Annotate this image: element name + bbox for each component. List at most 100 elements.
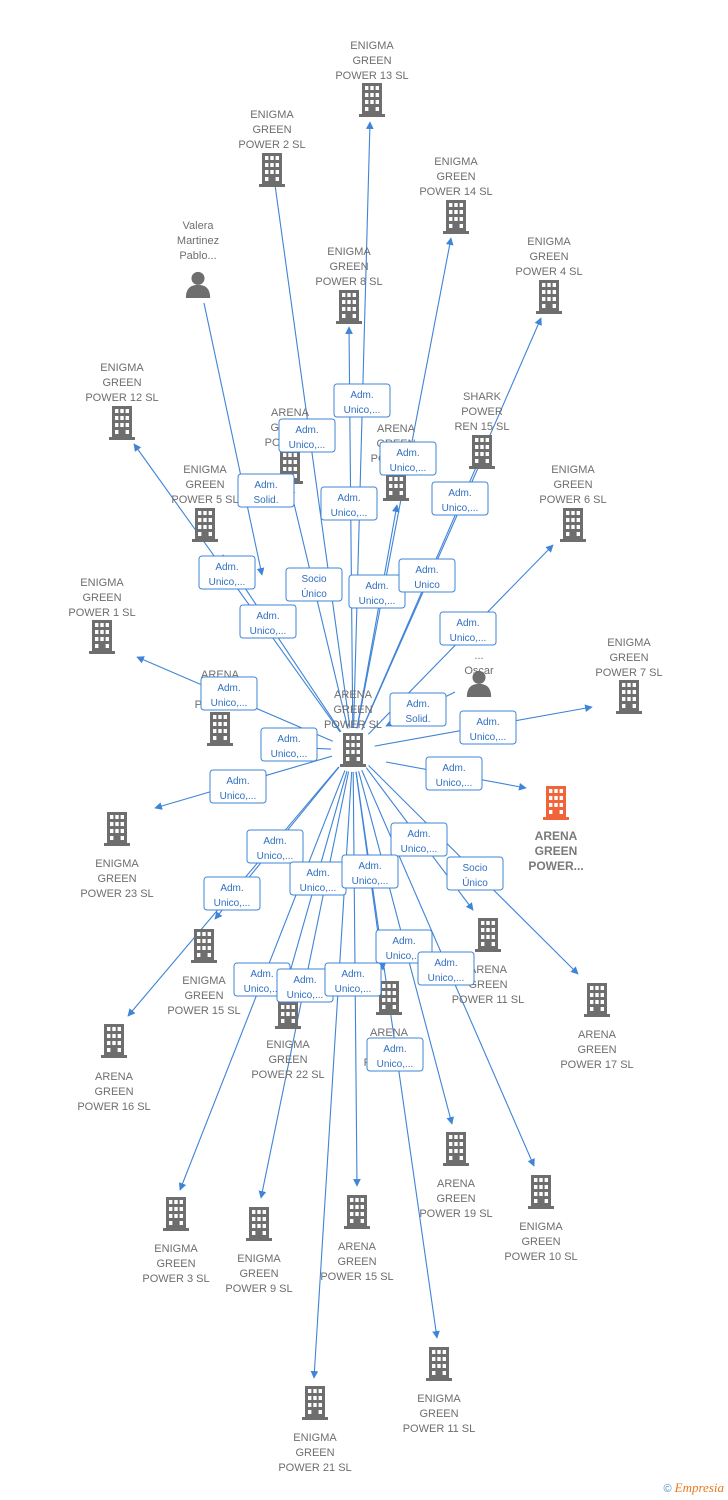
relation-badge[interactable]: Adm.Unico,...: [333, 383, 391, 418]
relation-badge[interactable]: Adm.Unico,...: [348, 574, 406, 609]
relation-badge[interactable]: Adm.Unico,...: [341, 854, 399, 889]
person-icon[interactable]: [185, 271, 211, 298]
label-line: GREEN: [295, 1447, 334, 1459]
building-icon[interactable]: [344, 1195, 370, 1229]
building-icon[interactable]: [101, 1024, 127, 1058]
label-line: GREEN: [252, 124, 291, 136]
building-icon[interactable]: [560, 508, 586, 542]
label-line: ARENA: [338, 1241, 377, 1253]
building-icon[interactable]: [475, 918, 501, 952]
building-icon[interactable]: [207, 712, 233, 746]
relation-badge[interactable]: Adm.Unico,...: [390, 822, 448, 857]
relation-badge[interactable]: Adm.Unico,...: [366, 1037, 424, 1072]
building-icon[interactable]: [469, 435, 495, 469]
building-icon[interactable]: [359, 83, 385, 117]
building-icon[interactable]: [109, 406, 135, 440]
label-line: ENIGMA: [250, 109, 294, 121]
center-building-icon[interactable]: [340, 733, 366, 767]
relation-text: Adm.: [254, 480, 277, 491]
building-icon[interactable]: [336, 290, 362, 324]
relation-badge[interactable]: Adm.Unico,...: [425, 756, 483, 791]
relation-badge[interactable]: Adm.Unico,...: [239, 604, 297, 639]
relation-badge[interactable]: Adm.Unico,...: [320, 486, 378, 521]
relation-text: Adm.: [406, 699, 429, 710]
building-icon[interactable]: [163, 1197, 189, 1231]
relation-badge[interactable]: Adm.Unico,...: [200, 676, 258, 711]
relation-text: Unico,...: [436, 778, 473, 789]
label-line: GREEN: [184, 990, 223, 1002]
footer-brand[interactable]: © Empresia: [663, 1480, 724, 1496]
building-icon[interactable]: [246, 1207, 272, 1241]
relation-badge[interactable]: Adm.Unico,...: [379, 441, 437, 476]
relation-badge[interactable]: Adm.Unico,...: [198, 555, 256, 590]
building-icon[interactable]: [443, 200, 469, 234]
relation-badge[interactable]: Adm.Unico: [398, 558, 456, 593]
building-icon[interactable]: [191, 929, 217, 963]
node-label[interactable]: ...Oscar: [464, 650, 494, 677]
label-line: REN 15 SL: [454, 421, 509, 433]
relation-badge[interactable]: Adm.Unico,...: [324, 962, 382, 997]
building-icon[interactable]: [528, 1175, 554, 1209]
building-icon[interactable]: [536, 280, 562, 314]
relation-badge[interactable]: Adm.Unico,...: [276, 968, 334, 1003]
focus-building-icon[interactable]: [543, 786, 569, 820]
relation-badge[interactable]: Adm.Solid.: [389, 692, 447, 727]
label-line: POWER 9 SL: [225, 1283, 292, 1295]
relationship-labels: Adm.Unico,...Adm.Unico,...Adm.Unico,...A…: [198, 383, 517, 1072]
relation-badge[interactable]: Adm.Unico,...: [289, 861, 347, 896]
building-icon[interactable]: [104, 812, 130, 846]
relation-text: Adm.: [306, 868, 329, 879]
relation-badge[interactable]: Adm.Unico,...: [417, 951, 475, 986]
building-icon[interactable]: [259, 153, 285, 187]
label-line: POWER 15 SL: [320, 1271, 393, 1283]
building-icon[interactable]: [302, 1386, 328, 1420]
building-icon[interactable]: [426, 1347, 452, 1381]
relation-badge[interactable]: Adm.Solid.: [237, 473, 295, 508]
relation-text: Adm.: [215, 562, 238, 573]
building-icon[interactable]: [192, 508, 218, 542]
relation-badge[interactable]: Adm.Unico,...: [260, 727, 318, 762]
building-icon[interactable]: [616, 680, 642, 714]
building-icon[interactable]: [584, 983, 610, 1017]
label-line: ENIGMA: [80, 577, 124, 589]
relation-badge[interactable]: Adm.Unico,...: [278, 418, 336, 453]
relation-badge[interactable]: Adm.Unico,...: [203, 876, 261, 911]
relation-text: Unico,...: [401, 844, 438, 855]
relation-badge[interactable]: Adm.Unico,...: [459, 710, 517, 745]
relation-badge[interactable]: Adm.Unico,...: [209, 769, 267, 804]
building-icon[interactable]: [89, 620, 115, 654]
relation-badge[interactable]: Adm.Unico,...: [439, 611, 497, 646]
building-icon[interactable]: [443, 1132, 469, 1166]
relation-badge[interactable]: Adm.Unico,...: [246, 829, 304, 864]
relation-badge[interactable]: Adm.Unico,...: [431, 481, 489, 516]
